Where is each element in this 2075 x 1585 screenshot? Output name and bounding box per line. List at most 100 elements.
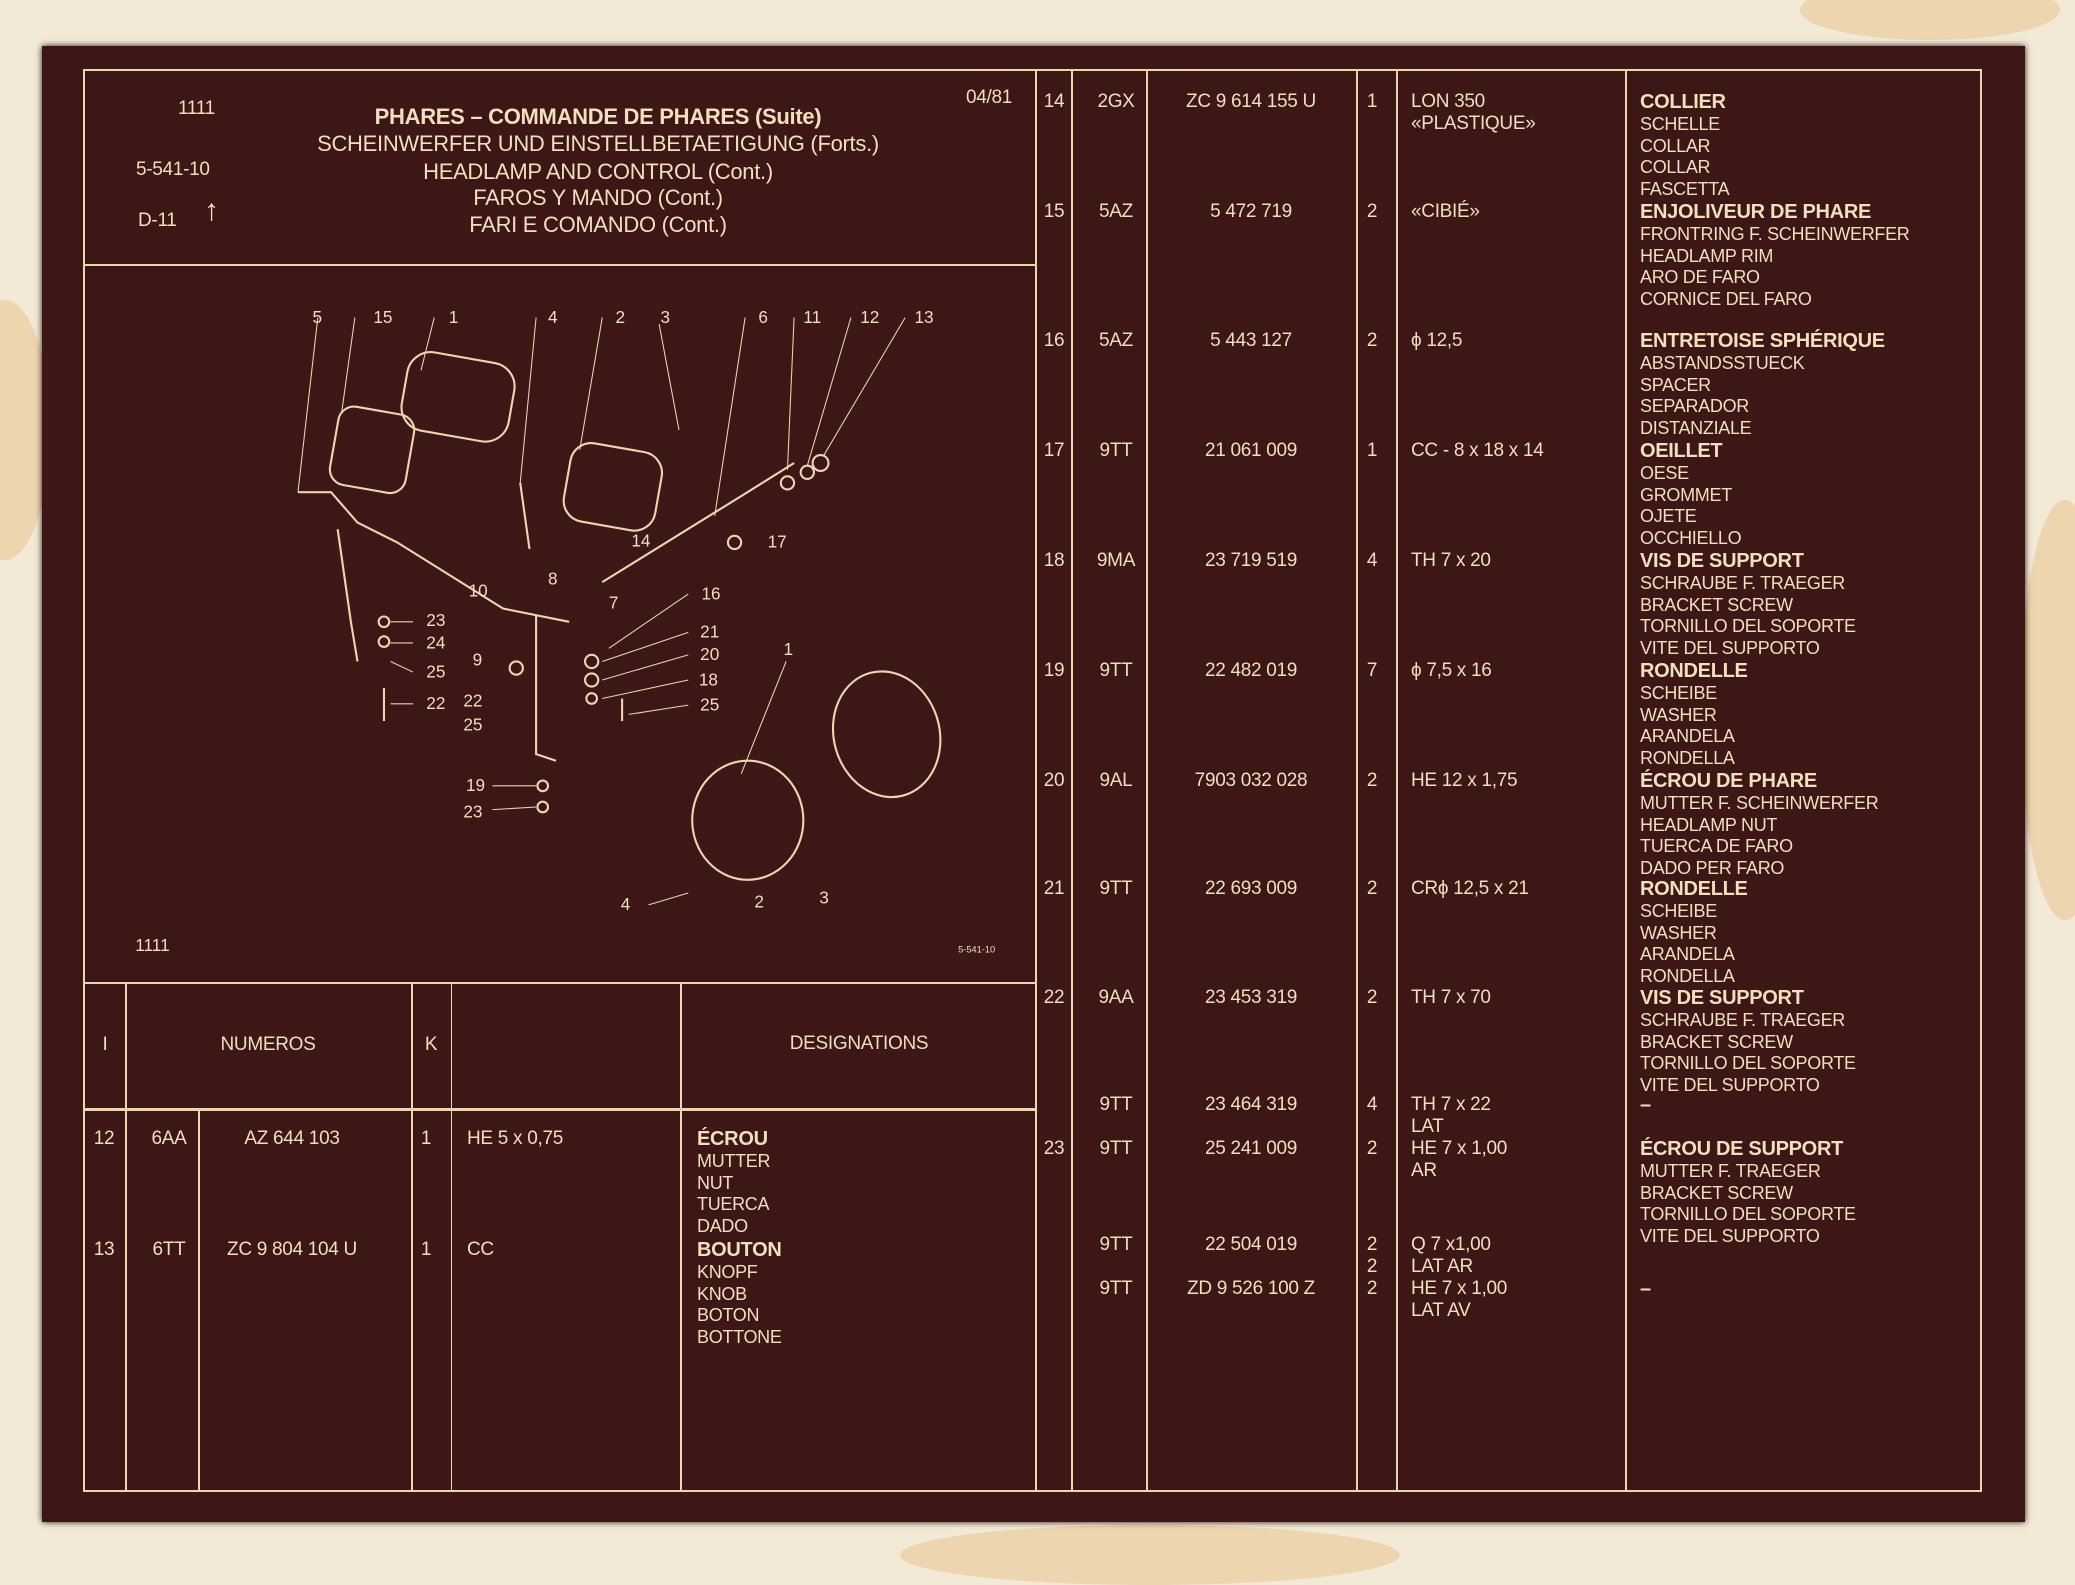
page-ref: D-11 — [138, 210, 177, 231]
designation-translation: MUTTER F. TRAEGER — [1640, 1160, 1821, 1181]
specification: ϕ 7,5 x 16 — [1411, 660, 1492, 681]
col-line — [451, 983, 452, 1491]
col-line — [1071, 69, 1073, 1492]
designation-translation: COLLAR — [1640, 135, 1711, 156]
divider — [1035, 69, 1037, 1492]
callout-label: 18 — [699, 669, 718, 689]
designation-translation: CORNICE DEL FARO — [1640, 289, 1812, 310]
designation-translation: WASHER — [1640, 704, 1717, 725]
frame-right — [1980, 69, 1982, 1492]
designation-title: ÉCROU — [697, 1128, 768, 1150]
supplier-code: 9TT — [1099, 1138, 1133, 1159]
part-number: 22 504 019 — [1204, 1234, 1298, 1255]
part-number: ZC 9 804 104 U — [227, 1239, 357, 1260]
designation-translation: BOTTONE — [697, 1327, 782, 1348]
designation-title: VIS DE SUPPORT — [1640, 987, 1804, 1009]
part-number: AZ 644 103 — [244, 1128, 340, 1149]
quantity: 2 — [1366, 330, 1378, 351]
specification: Q 7 x1,00 — [1411, 1234, 1491, 1255]
control-cable — [601, 462, 795, 584]
callout-label: 22 — [426, 693, 445, 713]
supplier-code: 6AA — [151, 1128, 187, 1149]
designation-translation: TUERCA DE FARO — [1640, 836, 1793, 857]
designation-translation: COLLAR — [1640, 157, 1711, 178]
title-de: SCHEINWERFER UND EINSTELLBETAETIGUNG (Fo… — [317, 131, 879, 156]
designation-title: BOUTON — [697, 1239, 782, 1261]
designation-title: ENTRETOISE SPHÉRIQUE — [1640, 330, 1885, 352]
col-line — [1146, 69, 1148, 1492]
quantity: 2 — [1366, 770, 1378, 791]
designation-translation: FASCETTA — [1640, 179, 1730, 200]
part-number: ZD 9 526 100 Z — [1187, 1278, 1315, 1299]
designation-title: – — [1640, 1278, 1651, 1300]
specification: ϕ 12,5 — [1411, 330, 1463, 351]
designation-translation: ARANDELA — [1640, 726, 1735, 747]
designation-translation: HEADLAMP NUT — [1640, 814, 1778, 835]
title-es: FAROS Y MANDO (Cont.) — [473, 185, 723, 210]
callout-label: 4 — [548, 307, 558, 327]
supplier-code: 2GX — [1097, 91, 1135, 112]
quantity: 1 — [420, 1239, 432, 1260]
col-header-k: K — [424, 1034, 438, 1055]
designation-translation: BRACKET SCREW — [1640, 594, 1793, 615]
col-header-designations: DESIGNATIONS — [789, 1033, 929, 1054]
item-number: 15 — [1043, 201, 1065, 222]
col-line — [1396, 69, 1398, 1492]
col-header-numeros: NUMEROS — [220, 1034, 316, 1055]
item-number: 18 — [1043, 550, 1065, 571]
supplier-code: 5AZ — [1099, 330, 1133, 351]
col-line — [1356, 69, 1358, 1492]
callout-label: 23 — [426, 610, 445, 630]
callout-label: 23 — [463, 802, 482, 822]
quantity: 2 — [1366, 201, 1378, 222]
callout-label: 11 — [803, 307, 821, 327]
callout-label: 15 — [373, 307, 392, 327]
designation-title: COLLIER — [1640, 91, 1726, 113]
frame-left — [83, 69, 85, 1492]
supplier-code: 9TT — [1099, 878, 1133, 899]
designation-translation: TORNILLO DEL SOPORTE — [1640, 616, 1856, 637]
part-number: 22 482 019 — [1204, 660, 1298, 681]
section-number: 1111 — [178, 98, 215, 119]
designation-translation: MUTTER F. SCHEINWERFER — [1640, 792, 1879, 813]
part-number: 5 472 719 — [1210, 201, 1292, 222]
col-line — [1625, 69, 1627, 1492]
designation-translation: SCHRAUBE F. TRAEGER — [1640, 1009, 1846, 1030]
specification: LAT — [1411, 1115, 1444, 1137]
callout-label: 25 — [463, 714, 482, 734]
col-line — [198, 1110, 200, 1491]
divider — [83, 1108, 1036, 1111]
specification: TH 7 x 70 — [1411, 987, 1491, 1008]
quantity: 1 — [1366, 91, 1378, 112]
title-it: FARI E COMANDO (Cont.) — [469, 212, 727, 237]
designation-translation: SCHRAUBE F. TRAEGER — [1640, 572, 1846, 593]
callout-label: 8 — [548, 569, 558, 589]
designation-translation: OCCHIELLO — [1640, 528, 1742, 549]
specification: HE 7 x 1,00 — [1411, 1278, 1507, 1299]
part-number: ZC 9 614 155 U — [1186, 91, 1316, 112]
designation-title: ENJOLIVEUR DE PHARE — [1640, 201, 1872, 223]
designation-translation: OJETE — [1640, 506, 1697, 527]
designation-translation: WASHER — [1640, 922, 1717, 943]
plate-number: 5-541-10 — [136, 159, 210, 180]
designation-translation: SPACER — [1640, 374, 1711, 395]
designation-title: RONDELLE — [1640, 660, 1748, 682]
designation-translation: KNOPF — [697, 1261, 758, 1282]
part-number: 25 241 009 — [1204, 1138, 1298, 1159]
callout-label: 1 — [449, 307, 459, 327]
designation-translation: KNOB — [697, 1283, 747, 1304]
title-fr: PHARES – COMMANDE DE PHARES (Suite) — [374, 104, 822, 129]
specification: TH 7 x 20 — [1411, 550, 1491, 571]
quantity: 2 — [1366, 987, 1378, 1008]
callout-label: 9 — [473, 649, 483, 669]
headlamp-part — [400, 351, 516, 443]
bracket-bar — [297, 491, 570, 623]
callout-label: 25 — [426, 661, 445, 681]
divider — [83, 264, 1036, 266]
supplier-code: 9MA — [1096, 550, 1136, 571]
callout-label: 3 — [660, 307, 670, 327]
callout-label: 2 — [754, 892, 764, 912]
callout-label: 21 — [700, 622, 719, 642]
designation-translation: OESE — [1640, 462, 1689, 483]
quantity: 7 — [1366, 660, 1378, 681]
